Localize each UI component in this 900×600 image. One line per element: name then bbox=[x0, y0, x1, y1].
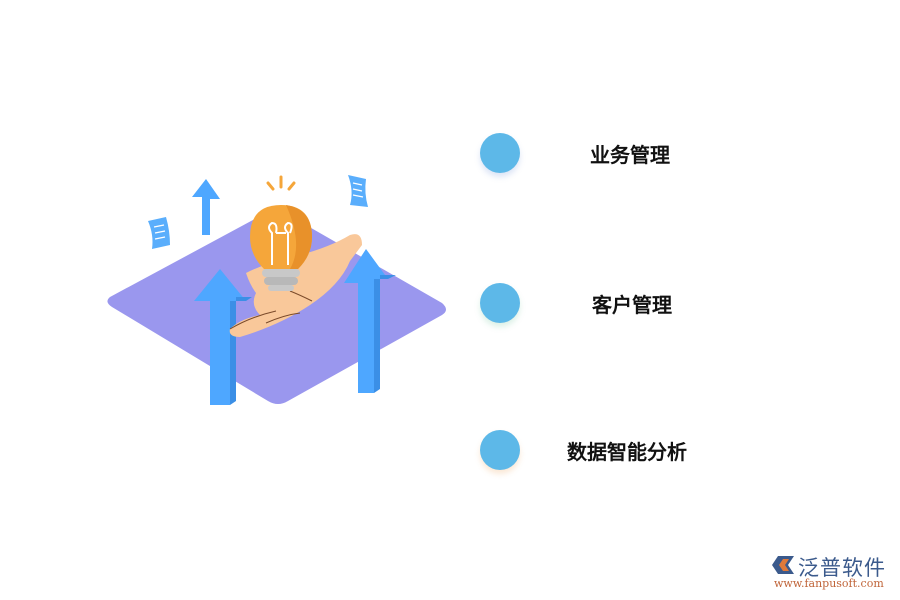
feature-item-business-management: 业务管理 bbox=[478, 131, 778, 175]
arrow-up-icon-small bbox=[192, 179, 220, 235]
brand-name: 泛普软件 bbox=[798, 556, 886, 580]
hand-icon bbox=[229, 234, 362, 337]
bullet-dot-icon bbox=[480, 133, 520, 173]
document-icon-left bbox=[148, 217, 170, 249]
bullet-dot-icon bbox=[480, 283, 520, 323]
arrow-up-icon-left bbox=[194, 269, 252, 405]
lightbulb-icon bbox=[250, 175, 312, 291]
brand-watermark: 泛普软件 www.fanpusoft.com bbox=[768, 552, 898, 592]
lightbulb-hand-illustration bbox=[107, 175, 446, 405]
feature-label: 业务管理 bbox=[590, 143, 670, 167]
fanpu-logo-icon bbox=[772, 556, 794, 574]
document-icon-right bbox=[348, 175, 368, 207]
arrow-up-icon-right bbox=[344, 249, 396, 393]
illustration-innovation bbox=[100, 165, 460, 415]
feature-label: 数据智能分析 bbox=[567, 440, 687, 464]
feature-item-data-analysis: 数据智能分析 bbox=[478, 428, 778, 472]
feature-label: 客户管理 bbox=[592, 293, 672, 317]
feature-item-customer-management: 客户管理 bbox=[478, 281, 778, 325]
bullet-dot-icon bbox=[480, 430, 520, 470]
brand-url: www.fanpusoft.com bbox=[774, 577, 884, 590]
